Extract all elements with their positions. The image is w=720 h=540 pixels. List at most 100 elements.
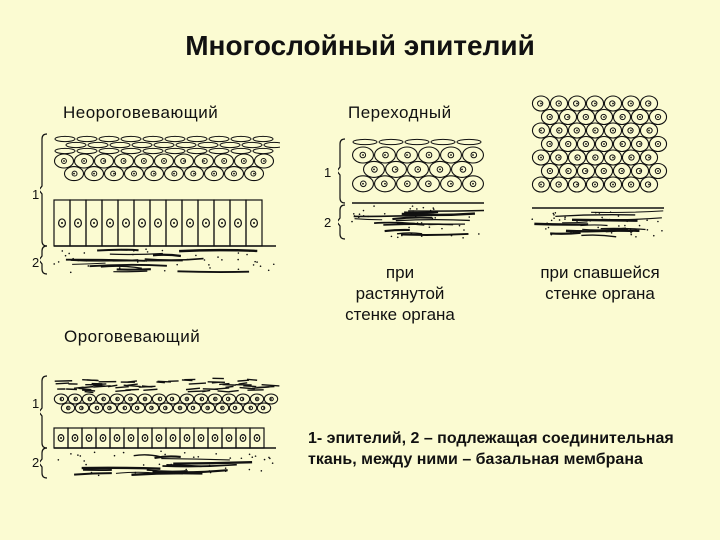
connective-dot (215, 453, 217, 455)
spinous-cell (73, 153, 95, 169)
spinous-cell (213, 153, 235, 169)
connective-dot (61, 250, 64, 252)
nucleolus (253, 222, 255, 224)
nucleolus (362, 154, 364, 156)
cell-nucleus (66, 405, 71, 411)
nucleolus (603, 170, 605, 172)
cell-nucleus (636, 113, 644, 121)
cell-nucleus (250, 170, 257, 177)
connective-dot (576, 220, 578, 222)
nucleolus (428, 182, 430, 185)
connective-fiber (115, 471, 158, 474)
connective-dot (134, 471, 137, 474)
transitional-cell (594, 162, 614, 180)
cell-nucleus (113, 434, 121, 442)
nucleolus (193, 407, 195, 409)
keratin-scale (55, 382, 70, 385)
cell-nucleus (469, 180, 477, 188)
nucleolus (213, 172, 215, 175)
nucleolus (567, 143, 569, 145)
connective-dot (657, 220, 659, 223)
connective-dot (248, 453, 251, 456)
cell-nucleus (645, 100, 652, 107)
connective-dot (531, 218, 534, 221)
connective-dot (158, 463, 161, 466)
granular-cell (172, 402, 188, 414)
cell-nucleus (141, 434, 149, 442)
keratin-scale (188, 382, 207, 385)
connective-fiber (408, 209, 485, 212)
nucleolus (143, 160, 145, 162)
connective-dot (186, 258, 189, 261)
superficial-flat-cell (263, 141, 280, 149)
transitional-cell (639, 95, 659, 112)
connective-dot (564, 218, 566, 220)
connective-dot (594, 211, 597, 214)
cell-nucleus (71, 434, 79, 442)
keratin-scale (78, 385, 94, 389)
label-nonkeratinized: Неороговевающий (63, 103, 219, 122)
transitional-cell (630, 162, 650, 180)
nucleolus (88, 437, 90, 439)
intermediate-cell (373, 146, 396, 164)
cell-nucleus (81, 158, 88, 164)
keratin-scale (82, 389, 96, 392)
nucleolus (88, 398, 90, 400)
connective-dot (221, 259, 223, 261)
nucleolus (657, 143, 659, 145)
connective-dot (263, 458, 266, 461)
cell-nucleus (128, 396, 133, 402)
cell-nucleus (582, 113, 589, 121)
connective-dot (208, 464, 211, 467)
cell-nucleus (85, 434, 93, 442)
connective-dot (635, 235, 637, 238)
superficial-flat-cell (208, 135, 230, 143)
connective-dot (70, 453, 72, 455)
spinous-cell (123, 166, 145, 182)
keratin-scale (78, 387, 92, 391)
cell-nucleus (636, 140, 643, 148)
nucleolus (158, 398, 160, 400)
connective-dot (161, 249, 164, 252)
transitional-cell (540, 135, 560, 153)
granular-cell (151, 393, 167, 405)
connective-fiber (550, 231, 581, 235)
connective-dot (164, 453, 166, 456)
connective-dot (118, 267, 121, 269)
cell-nucleus (73, 396, 78, 402)
keratin-scale (217, 390, 230, 393)
intermediate-cell (395, 175, 418, 193)
connective-dot (237, 258, 239, 261)
granular-cell (165, 393, 181, 405)
umbrella-cell (430, 138, 456, 146)
transitional-cell (612, 162, 632, 180)
spinous-cell (93, 153, 115, 169)
connective-dot (272, 263, 275, 266)
connective-dot (411, 205, 414, 207)
nucleolus (630, 183, 632, 186)
nucleolus (461, 168, 463, 171)
connective-dot (383, 221, 385, 224)
transitional-cell (585, 149, 605, 166)
granular-cell (179, 393, 195, 405)
cell-nucleus (183, 434, 191, 442)
nucleolus (103, 160, 105, 162)
connective-dot (176, 263, 178, 266)
connective-fiber (401, 212, 476, 217)
connective-fiber (173, 461, 253, 465)
nucleolus (549, 170, 551, 172)
cell-nucleus (231, 170, 237, 177)
marker-2-transitional: 2 (324, 215, 332, 230)
umbrella-cell (456, 138, 482, 146)
connective-fiber (113, 270, 148, 273)
cell-nucleus (619, 140, 626, 148)
connective-dot (428, 226, 431, 228)
connective-dot (77, 454, 79, 456)
cell-nucleus (101, 396, 106, 402)
connective-dot (209, 471, 212, 474)
superficial-flat-cell (175, 141, 197, 149)
connective-dot (601, 216, 603, 219)
intermediate-cell (362, 160, 385, 178)
connective-dot (267, 269, 270, 272)
granular-cell (221, 393, 237, 405)
